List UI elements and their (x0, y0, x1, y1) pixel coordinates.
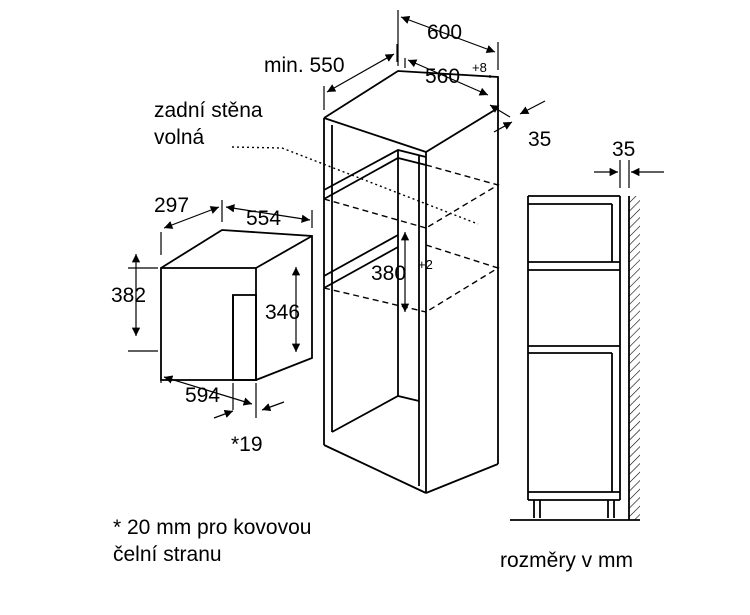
dim-cabinet-depth-min: min. 550 (264, 54, 345, 77)
dim-appliance-height: 382 (111, 284, 146, 307)
dim-niche-height-tolerance: +2 (418, 257, 433, 272)
cabinet-dimension-lines (323, 10, 546, 312)
dim-inner-width: 560 (425, 65, 460, 88)
dim-appliance-width: 594 (185, 384, 220, 407)
cabinet-drawing (323, 70, 499, 494)
side-view-dimension-lines (594, 160, 664, 188)
footnote-line2: čelní stranu (113, 543, 222, 566)
dim-cabinet-width: 600 (427, 21, 462, 44)
dim-niche-height: 380 (371, 262, 406, 285)
dim-side-gap: 35 (612, 138, 635, 161)
dim-appliance-width-inner: 554 (246, 207, 281, 230)
rear-wall-label-line1: zadní stěna (154, 99, 263, 122)
dim-back-gap: 35 (528, 128, 551, 151)
dim-front-thickness: *19 (231, 433, 263, 456)
rear-wall-dotted-line (231, 146, 479, 225)
dim-appliance-depth: 297 (154, 194, 189, 217)
dim-appliance-height-inner: 346 (265, 301, 300, 324)
rear-wall-label-line2: volná (154, 126, 205, 149)
footnote-line1: * 20 mm pro kovovou (113, 516, 312, 539)
cabinet-hidden-lines (323, 164, 500, 313)
units-label: rozměry v mm (500, 549, 633, 572)
dim-inner-width-tolerance: +8 (472, 60, 487, 75)
appliance-dimension-lines (128, 200, 313, 419)
side-view-drawing (510, 195, 640, 521)
